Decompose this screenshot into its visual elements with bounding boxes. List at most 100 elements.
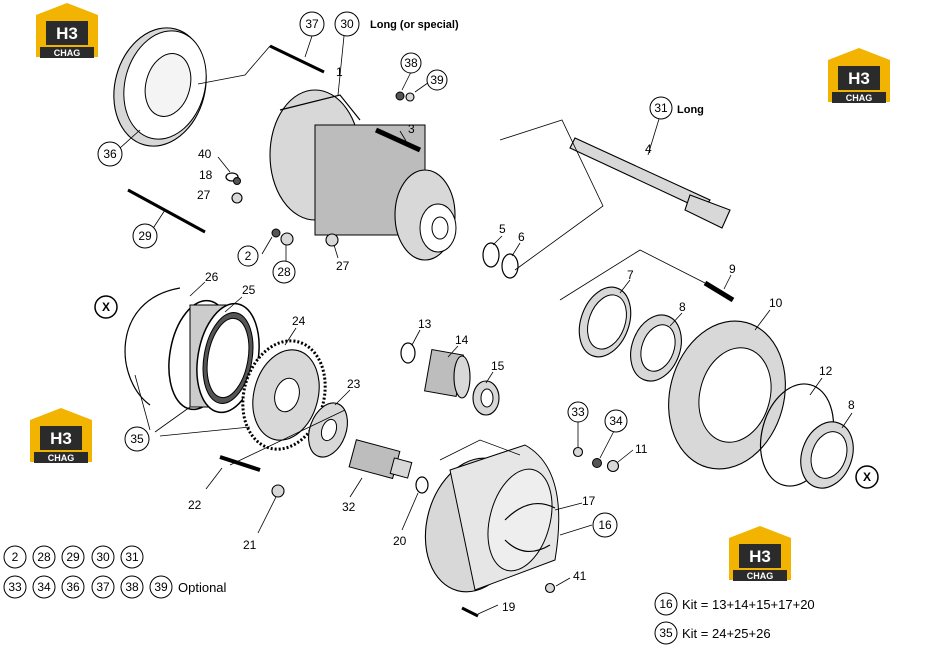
svg-text:39: 39 bbox=[154, 580, 168, 594]
callout-16: 16 bbox=[592, 512, 618, 538]
part-41-plug bbox=[544, 582, 556, 594]
label-11: 11 bbox=[635, 442, 648, 456]
label-12: 12 bbox=[819, 364, 833, 378]
callout-38: 38 bbox=[400, 52, 422, 74]
optional-row-2: 33 34 36 37 38 39 bbox=[3, 575, 173, 599]
label-24: 24 bbox=[292, 314, 306, 328]
part-4-shaft bbox=[569, 137, 731, 229]
svg-text:31: 31 bbox=[125, 550, 139, 564]
label-40: 40 bbox=[198, 147, 212, 161]
logo-text-bottom: CHAG bbox=[54, 48, 81, 58]
label-25: 25 bbox=[242, 283, 256, 297]
svg-text:16: 16 bbox=[659, 597, 673, 611]
part-5-ring bbox=[482, 242, 500, 268]
svg-text:36: 36 bbox=[66, 580, 80, 594]
x-mark-left: X bbox=[94, 295, 118, 319]
svg-text:33: 33 bbox=[571, 405, 585, 419]
svg-text:38: 38 bbox=[125, 580, 139, 594]
part-34-nut bbox=[592, 458, 602, 468]
callout-28: 28 bbox=[272, 260, 296, 284]
logo-text-bottom: CHAG bbox=[48, 453, 75, 463]
part-13-ring bbox=[400, 342, 416, 364]
logo-bottom-right: H3 CHAG bbox=[729, 526, 791, 581]
label-13: 13 bbox=[418, 317, 432, 331]
svg-text:36: 36 bbox=[103, 147, 117, 161]
label-4: 4 bbox=[645, 142, 652, 156]
part-14-planet-gear bbox=[424, 348, 471, 399]
part-3-bolt bbox=[374, 127, 422, 153]
label-23: 23 bbox=[347, 377, 361, 391]
svg-text:28: 28 bbox=[37, 550, 51, 564]
svg-text:16: 16 bbox=[598, 518, 612, 532]
svg-text:X: X bbox=[102, 300, 110, 314]
part-22-pin bbox=[219, 455, 261, 472]
svg-text:39: 39 bbox=[430, 73, 444, 87]
svg-text:30: 30 bbox=[340, 17, 354, 31]
part-26-snap-ring bbox=[124, 287, 181, 406]
label-27b: 27 bbox=[336, 259, 350, 273]
x-mark-right: X bbox=[855, 465, 879, 489]
logo-text-bottom: CHAG bbox=[846, 93, 873, 103]
label-8b: 8 bbox=[848, 398, 855, 412]
label-26: 26 bbox=[205, 270, 219, 284]
svg-text:29: 29 bbox=[138, 229, 152, 243]
part-21-nut bbox=[271, 484, 285, 498]
part-39-washer bbox=[405, 92, 415, 102]
label-17: 17 bbox=[582, 494, 596, 508]
note-long: Long bbox=[677, 104, 704, 116]
optional-legend: 2 28 29 30 31 33 34 36 37 38 39 Optional bbox=[3, 545, 227, 599]
part-40-ring bbox=[225, 172, 239, 182]
part-6-ring bbox=[501, 253, 519, 279]
label-41: 41 bbox=[573, 569, 587, 583]
part-19-screw bbox=[461, 606, 479, 618]
logo-mid-left: H3 CHAG bbox=[30, 408, 92, 463]
part-37-bolt bbox=[269, 44, 325, 74]
logo-text-top: H3 bbox=[749, 547, 771, 566]
label-6: 6 bbox=[518, 230, 525, 244]
svg-text:2: 2 bbox=[12, 550, 19, 564]
part-1-housing bbox=[269, 89, 457, 261]
callout-36: 36 bbox=[97, 141, 123, 167]
svg-text:35: 35 bbox=[659, 626, 673, 640]
svg-text:37: 37 bbox=[305, 17, 319, 31]
svg-text:34: 34 bbox=[37, 580, 51, 594]
callout-35: 35 bbox=[124, 426, 150, 452]
svg-text:38: 38 bbox=[404, 56, 418, 70]
callout-33: 33 bbox=[567, 401, 589, 423]
kit-16: 16 Kit = 13+14+15+17+20 bbox=[654, 592, 815, 616]
label-8a: 8 bbox=[679, 300, 686, 314]
callout-31: 31 bbox=[649, 96, 673, 120]
label-32: 32 bbox=[342, 500, 356, 514]
svg-text:30: 30 bbox=[96, 550, 110, 564]
svg-text:31: 31 bbox=[654, 101, 668, 115]
part-27-plug-b bbox=[325, 233, 339, 247]
kit-legend: 16 Kit = 13+14+15+17+20 35 Kit = 24+25+2… bbox=[654, 592, 815, 645]
label-9: 9 bbox=[729, 262, 736, 276]
part-28-part bbox=[280, 232, 294, 246]
svg-text:35: 35 bbox=[130, 432, 144, 446]
part-32-sun-gear bbox=[348, 439, 413, 480]
part-9-stud bbox=[703, 280, 735, 303]
logo-text-top: H3 bbox=[848, 69, 870, 88]
label-14: 14 bbox=[455, 333, 469, 347]
part-10-hub bbox=[668, 320, 786, 470]
label-15: 15 bbox=[491, 359, 505, 373]
callout-39: 39 bbox=[426, 69, 448, 91]
svg-text:Kit = 24+25+26: Kit = 24+25+26 bbox=[682, 626, 771, 641]
leader-lines bbox=[119, 35, 853, 615]
plain-labels: 1 3 40 18 27 27 4 5 6 7 8 9 10 12 8 26 2… bbox=[188, 65, 855, 614]
callout-37: 37 bbox=[299, 11, 325, 37]
svg-text:29: 29 bbox=[66, 550, 80, 564]
logo-top-left: H3 CHAG bbox=[36, 3, 98, 58]
callout-30: 30 bbox=[334, 11, 360, 37]
part-36-disc bbox=[113, 27, 207, 147]
part-11-nut bbox=[606, 459, 620, 473]
logo-text-top: H3 bbox=[50, 429, 72, 448]
label-20: 20 bbox=[393, 534, 407, 548]
callout-34: 34 bbox=[604, 409, 628, 433]
part-33-washer bbox=[572, 446, 584, 458]
part-17-carrier bbox=[424, 444, 560, 593]
logo-text-bottom: CHAG bbox=[747, 571, 774, 581]
svg-text:Kit = 13+14+15+17+20: Kit = 13+14+15+17+20 bbox=[682, 597, 815, 612]
